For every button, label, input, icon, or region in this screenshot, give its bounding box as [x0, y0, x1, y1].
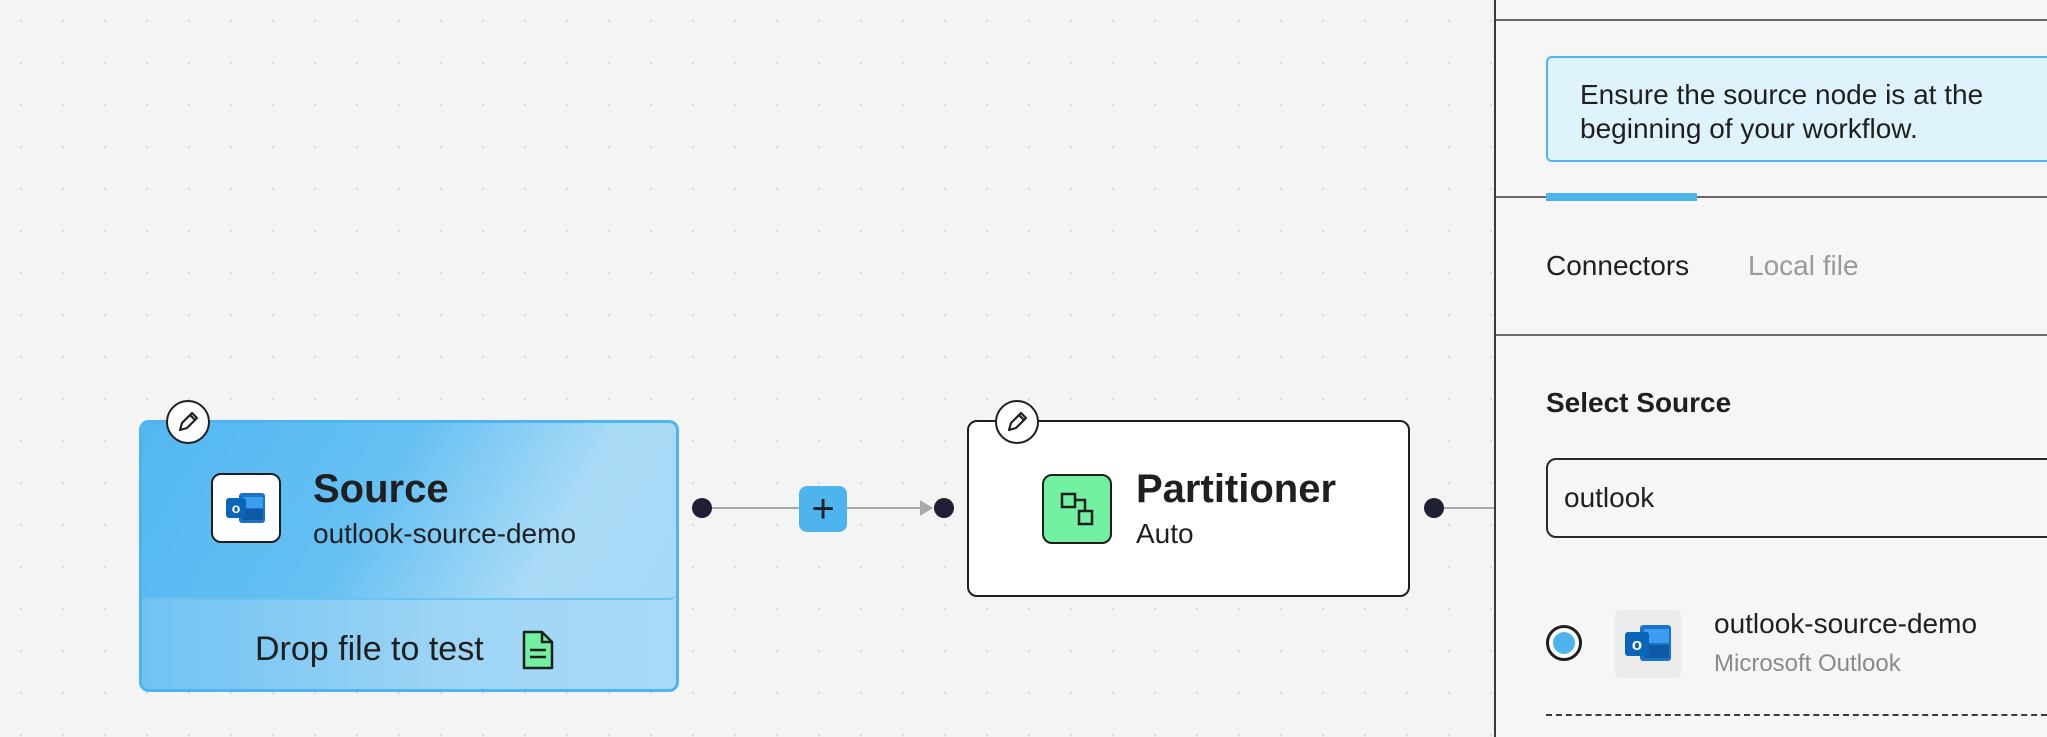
edge-line [712, 507, 799, 509]
svg-text:o: o [232, 500, 241, 516]
source-node-title: Source [313, 467, 449, 511]
result-radio-button[interactable] [1546, 625, 1582, 661]
partitioner-input-handle[interactable] [934, 498, 954, 518]
source-node-subtitle: outlook-source-demo [313, 518, 577, 549]
partitioner-node[interactable]: Partitioner Auto [967, 420, 1410, 597]
edit-partitioner-button[interactable] [995, 400, 1039, 444]
active-tab-indicator [1546, 193, 1697, 201]
microsoft-outlook-icon: o [1614, 610, 1682, 678]
info-callout: Ensure the source node is at the beginni… [1546, 56, 2047, 162]
panel-divider [1496, 334, 2047, 336]
pencil-icon [178, 411, 199, 432]
source-node-header: o Source outlook-source-demo [142, 423, 676, 600]
select-source-title: Select Source [1546, 387, 1732, 418]
source-settings-panel: Ensure the source node is at the beginni… [1494, 0, 2047, 737]
partitioner-output-handle[interactable] [1424, 498, 1444, 518]
source-search-input[interactable] [1546, 458, 2047, 538]
pencil-icon [1007, 411, 1028, 432]
result-type: Microsoft Outlook [1714, 650, 1901, 677]
outlook-icon: o [211, 473, 281, 543]
result-divider [1546, 714, 2047, 716]
partitioner-node-title: Partitioner [1136, 467, 1337, 511]
partitioner-node-subtitle: Auto [1136, 518, 1194, 549]
result-name[interactable]: outlook-source-demo [1714, 608, 1978, 639]
edge-arrow-icon [920, 500, 933, 516]
drop-file-label: Drop file to test [255, 630, 484, 668]
radio-selected-indicator [1553, 632, 1575, 654]
source-node[interactable]: o Source outlook-source-demo Drop file t… [139, 420, 679, 692]
panel-divider [1496, 19, 2047, 21]
edit-source-button[interactable] [166, 400, 210, 444]
edge-line [1444, 507, 1496, 509]
workflow-canvas[interactable]: o Source outlook-source-demo Drop file t… [0, 0, 1496, 737]
edge-line [847, 507, 927, 509]
source-output-handle[interactable] [692, 498, 712, 518]
drop-file-zone[interactable]: Drop file to test [142, 600, 676, 689]
add-node-button[interactable]: + [799, 486, 847, 532]
tab-connectors[interactable]: Connectors [1546, 250, 1690, 281]
partition-icon [1042, 474, 1112, 544]
tab-local-file[interactable]: Local file [1748, 250, 1859, 281]
document-icon [522, 630, 554, 675]
svg-text:o: o [1632, 635, 1642, 654]
panel-divider [1496, 196, 2047, 198]
